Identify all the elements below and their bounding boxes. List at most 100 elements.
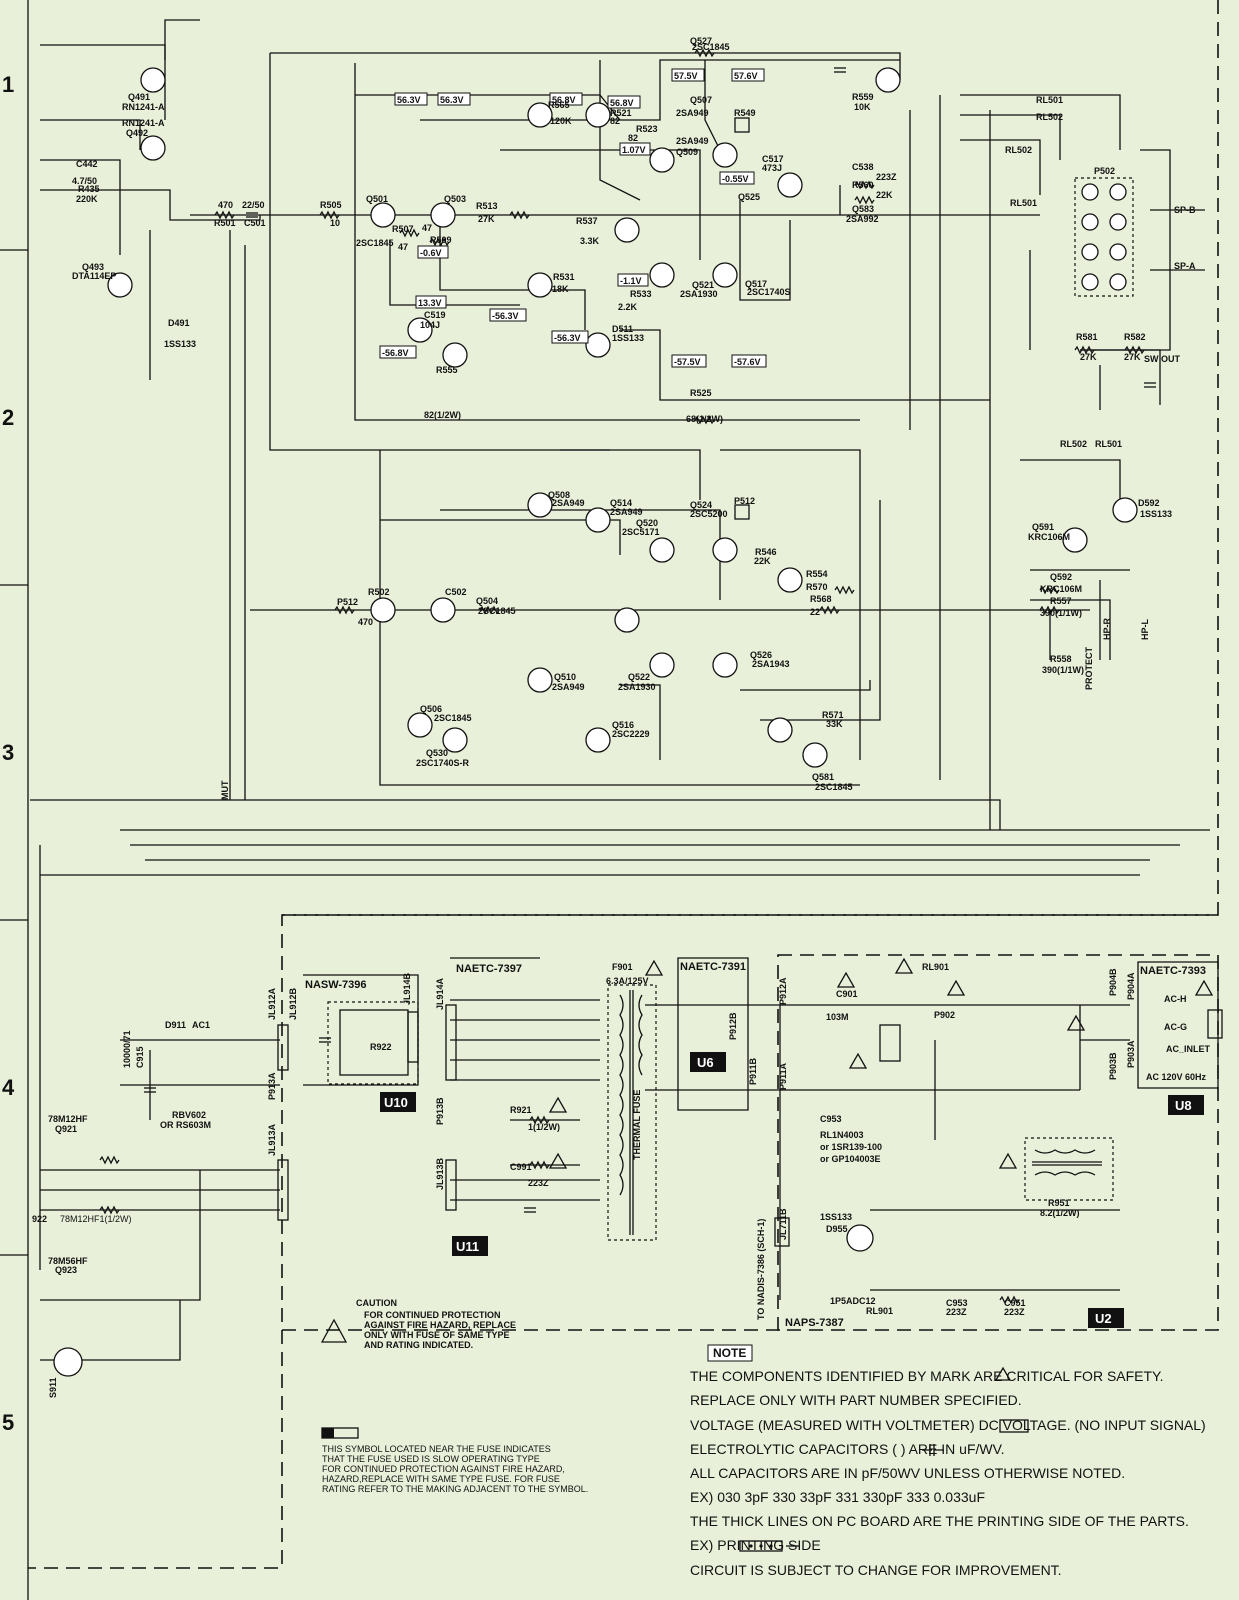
component-value: 2SA992 [846, 214, 879, 224]
component-ref: Q493 [82, 262, 104, 272]
voltage-flag: 57.5V [674, 71, 698, 81]
note-line: REPLACE ONLY WITH PART NUMBER SPECIFIED. [690, 1392, 1022, 1408]
component-value: 2SA949 [676, 136, 709, 146]
component-ref: Q517 [745, 279, 767, 289]
note-line: CIRCUIT IS SUBJECT TO CHANGE FOR IMPROVE… [690, 1562, 1062, 1578]
component-ref: Q581 [812, 772, 834, 782]
component-value: KRC106M [1040, 584, 1082, 594]
component-ref: C502 [445, 587, 467, 597]
connector-jl711b: JL711B [778, 1208, 788, 1240]
component-ref: R533 [630, 289, 652, 299]
voltage-flag: 56.8V [610, 98, 634, 108]
component-ref: R549 [734, 108, 756, 118]
component-value: 2SC1740S [747, 287, 791, 297]
component-value: 18K [552, 284, 569, 294]
component-value: 27K [1124, 352, 1141, 362]
connector-blocks [277, 117, 1223, 1247]
unit-u8: U8 [1175, 1098, 1192, 1113]
component-ref: D511 [612, 324, 633, 334]
component-value: 68(1/2W) [686, 414, 723, 424]
note-title: NOTE [713, 1346, 746, 1360]
note-line: THE THICK LINES ON PC BOARD ARE THE PRIN… [690, 1513, 1189, 1529]
component-ref: C538 [852, 162, 874, 172]
component-ref: R435 [78, 184, 100, 194]
component-ref: RL901 [922, 962, 949, 972]
row-number-2: 2 [2, 405, 14, 430]
component-ref: Q501 [366, 194, 388, 204]
note-legend: NOTE THE COMPONENTS IDENTIFIED BY MARK A… [690, 1344, 1206, 1578]
component-ref: C901 [836, 989, 858, 999]
voltage-flag: -56.3V [554, 333, 581, 343]
component-ref: R537 [576, 216, 598, 226]
component-value: RN1241-A [122, 102, 165, 112]
component-value: 2SA949 [552, 498, 585, 508]
component-value: 2SC5171 [622, 527, 660, 537]
row-number-1: 1 [2, 72, 14, 97]
component-ref: P902 [934, 1010, 955, 1020]
connector-jl914a: JL914A [435, 977, 445, 1010]
component-ref: D491 [168, 318, 190, 328]
component-value: 22K [754, 556, 771, 566]
component-value: AC1 [192, 1020, 210, 1030]
component-ref: C953 [820, 1114, 842, 1124]
component-value: 2SA1943 [752, 659, 790, 669]
note-line: EX) PRINTING SIDE [690, 1537, 821, 1553]
relay-rl501: RL501 [1010, 198, 1037, 208]
component-value: DTA114EP [72, 271, 116, 281]
relay-rl502: RL502 [1005, 145, 1032, 155]
component-ref: R507 [392, 224, 414, 234]
component-ref: Q492 [126, 128, 148, 138]
component-ref: Q591 [1032, 522, 1054, 532]
component-value: 3.3K [580, 236, 600, 246]
component-value: 120K [550, 116, 572, 126]
voltage-flag: -56.3V [492, 311, 519, 321]
relay-rl501: RL501 [1036, 95, 1063, 105]
component-value: 470 [218, 200, 233, 210]
caution-line: FOR CONTINUED PROTECTION [364, 1310, 501, 1320]
connector-jl913a: JL913A [267, 1123, 277, 1156]
component-ref: Q507 [690, 95, 712, 105]
component-ref: R521 [610, 108, 632, 118]
component-ref: Q516 [612, 720, 634, 730]
component-value: or GP104003E [820, 1154, 881, 1164]
component-value: 103M [826, 1012, 849, 1022]
component-value: 1(1/2W) [528, 1122, 560, 1132]
component-value: 47 [422, 223, 432, 233]
voltage-flag: -57.5V [674, 357, 701, 367]
relay-rl502: RL502 [1036, 112, 1063, 122]
component-value: 2.2K [618, 302, 638, 312]
fuse-note-line: RATING REFER TO THE MAKING ADJACENT TO T… [322, 1484, 588, 1494]
voltage-flag: -0.6V [420, 248, 442, 258]
component-ref: Q921 [55, 1124, 77, 1134]
protect-label: PROTECT [1084, 646, 1094, 690]
component-value: 22 [810, 607, 820, 617]
component-value: 2SC1845 [692, 42, 730, 52]
component-ref: R505 [320, 200, 342, 210]
component-ref: R571 [822, 710, 844, 720]
component-ref: R558 [1050, 654, 1072, 664]
regulator-note: 78M12HF1(1/2W) [60, 1214, 132, 1224]
component-ref: Q923 [55, 1265, 77, 1275]
voltage-flags: 56.3V 56.3V 56.8V 56.8V 57.5V 57.6V 1.07… [379, 68, 767, 368]
component-value: 78M12HF [48, 1114, 88, 1124]
component-value: 2SC1740S-R [416, 758, 470, 768]
component-value: 2SA949 [552, 682, 585, 692]
voltage-flag: -57.6V [734, 357, 761, 367]
component-ref: Q508 [548, 490, 570, 500]
connector-p912b: P912B [728, 1012, 738, 1040]
connector-jl913b: JL913B [435, 1157, 445, 1190]
component-ref: Q509 [676, 147, 698, 157]
component-value: KRC106M [1028, 532, 1070, 542]
unit-u10: U10 [384, 1095, 408, 1110]
connector-jl912a: JL912A [267, 987, 277, 1020]
component-ref: Q530 [426, 748, 448, 758]
component-ref: Q504 [476, 596, 498, 606]
fuse-note-line: THAT THE FUSE USED IS SLOW OPERATING TYP… [322, 1454, 540, 1464]
component-value: 223Z [946, 1307, 967, 1317]
component-value: 2SC1845 [478, 606, 516, 616]
board-naetc-7393: NAETC-7393 [1140, 965, 1206, 977]
transistors [53, 67, 1138, 1377]
unit-u6: U6 [697, 1055, 714, 1070]
component-value: 104J [420, 320, 440, 330]
component-ref: C442 [76, 159, 98, 169]
